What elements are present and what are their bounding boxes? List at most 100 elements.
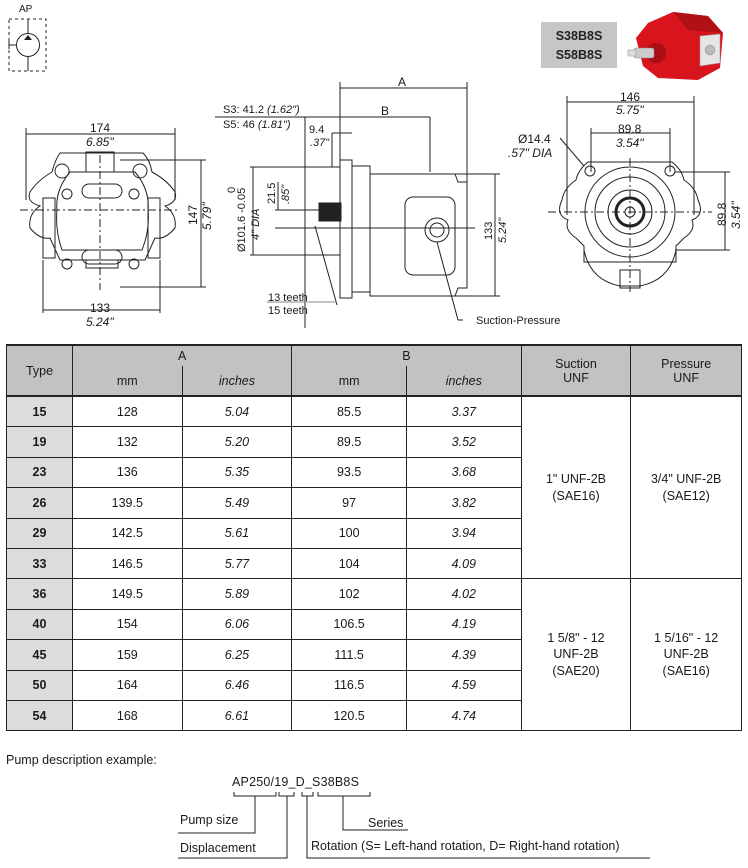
cell-a-inches: 5.89	[181, 578, 293, 610]
side-height-mm: 133	[483, 221, 495, 240]
bolt-spacing-mm: 89.8	[618, 122, 642, 136]
cell-b-mm: 106.5	[291, 608, 407, 641]
suction-thread-line: (SAE16)	[552, 488, 600, 503]
cell-b-inches: 4.02	[405, 578, 522, 610]
cell-b-mm: 102	[291, 578, 407, 610]
cell-b-mm: 104	[291, 547, 407, 580]
cell-type: 54	[6, 699, 73, 732]
side-view-outline	[215, 82, 500, 328]
hole-diameter-mm: Ø14.4	[518, 132, 551, 146]
cell-a-inches: 5.49	[181, 487, 293, 519]
cell-a-mm: 128	[71, 395, 183, 428]
label-series: Series	[368, 816, 404, 830]
cell-b-inches: 4.74	[405, 699, 522, 732]
teeth-count-s5: 15 teeth	[268, 305, 308, 317]
pressure-thread-line: 3/4" UNF-2B	[650, 471, 722, 486]
shaft-offset-mm: 21.5	[266, 182, 278, 204]
pressure-thread-line: (SAE16)	[662, 664, 710, 679]
cell-b-mm: 93.5	[291, 456, 407, 489]
label-displacement: Displacement	[180, 841, 256, 855]
s5-length-in: (1.81")	[257, 119, 291, 131]
vbolt-spacing-mm: 89.8	[715, 202, 729, 226]
teeth-count-s3: 13 teeth	[268, 292, 308, 304]
cell-suction-thread: 1 5/8" - 12 UNF-2B (SAE20)	[520, 578, 632, 732]
col-header-type: Type	[6, 344, 73, 397]
rear-width-in: 5.75"	[616, 103, 644, 117]
cell-type: 33	[6, 547, 73, 580]
col-header-a-inches: inches	[181, 366, 293, 397]
suction-header-unit: UNF	[563, 370, 589, 385]
cell-b-inches: 3.52	[405, 426, 522, 458]
cell-a-inches: 6.61	[181, 699, 293, 732]
cell-suction-thread: 1" UNF-2B (SAE16)	[520, 395, 632, 580]
series-box: S38B8S S58B8S	[541, 22, 617, 68]
cell-type: 29	[6, 517, 73, 549]
pilot-diameter-in: 4" DIA	[250, 208, 262, 240]
col-header-b-mm: mm	[291, 366, 407, 397]
shaft-length-mm: 9.4	[309, 124, 325, 136]
front-view-outline	[20, 128, 206, 313]
shaft-length-in: .37"	[310, 137, 330, 149]
cell-a-mm: 168	[71, 699, 183, 732]
cell-b-mm: 97	[291, 487, 407, 519]
cell-type: 19	[6, 426, 73, 458]
col-header-pressure: Pressure UNF	[630, 344, 742, 397]
dim-height-in: 5.79"	[200, 202, 214, 230]
cell-b-inches: 4.19	[405, 608, 522, 641]
suction-thread-line: UNF-2B	[553, 647, 599, 662]
cell-a-inches: 6.25	[181, 639, 293, 671]
pressure-thread-line: (SAE12)	[662, 488, 710, 503]
vbolt-spacing-in: 3.54"	[729, 201, 743, 229]
cell-type: 50	[6, 669, 73, 701]
s3-length-in: (1.62")	[267, 104, 300, 116]
series-code: S38B8S	[555, 28, 603, 43]
cell-b-inches: 3.37	[405, 395, 522, 428]
s5-length: S5: 46 (1.81")	[223, 120, 291, 131]
series-code: S58B8S	[555, 47, 603, 62]
suction-thread-line: (SAE20)	[552, 664, 600, 679]
dim-height-mm: 147	[186, 204, 200, 225]
cell-pressure-thread: 3/4" UNF-2B (SAE12)	[630, 395, 742, 580]
cell-b-inches: 3.82	[405, 487, 522, 519]
cell-a-inches: 5.20	[181, 426, 293, 458]
cell-b-mm: 100	[291, 517, 407, 549]
cell-a-mm: 146.5	[71, 547, 183, 580]
cell-type: 23	[6, 456, 73, 489]
col-header-a-mm: mm	[71, 366, 183, 397]
suction-thread-line: 1" UNF-2B	[545, 471, 606, 486]
label-pump-size: Pump size	[180, 813, 239, 827]
cell-b-inches: 4.59	[405, 669, 522, 701]
cell-type: 45	[6, 639, 73, 671]
cell-a-inches: 5.35	[181, 456, 293, 489]
s3-length-mm: S3: 41.2	[223, 104, 264, 116]
rear-view-outline	[548, 96, 730, 292]
description-code: AP250/19_D_S38B8S	[232, 775, 360, 789]
cell-a-mm: 136	[71, 456, 183, 489]
suction-thread-line: 1 5/8" - 12	[547, 630, 605, 645]
cell-type: 36	[6, 578, 73, 610]
cell-b-mm: 85.5	[291, 395, 407, 428]
suction-header-label: Suction	[555, 356, 597, 371]
pressure-thread-line: 1 5/16" - 12	[654, 630, 719, 645]
cell-type: 26	[6, 487, 73, 519]
label-rotation: Rotation (S= Left-hand rotation, D= Righ…	[311, 839, 620, 853]
cell-a-inches: 6.06	[181, 608, 293, 641]
pressure-thread-line: UNF-2B	[663, 647, 709, 662]
pump-symbol-icon	[8, 18, 47, 72]
cell-a-mm: 154	[71, 608, 183, 641]
hole-diameter-in: .57" DIA	[508, 146, 553, 160]
cell-a-inches: 5.77	[181, 547, 293, 580]
cell-a-mm: 159	[71, 639, 183, 671]
description-title: Pump description example:	[6, 753, 157, 767]
cell-pressure-thread: 1 5/16" - 12 UNF-2B (SAE16)	[630, 578, 742, 732]
cell-b-mm: 120.5	[291, 699, 407, 732]
pressure-header-label: Pressure	[661, 356, 712, 371]
pump-image	[627, 12, 723, 80]
